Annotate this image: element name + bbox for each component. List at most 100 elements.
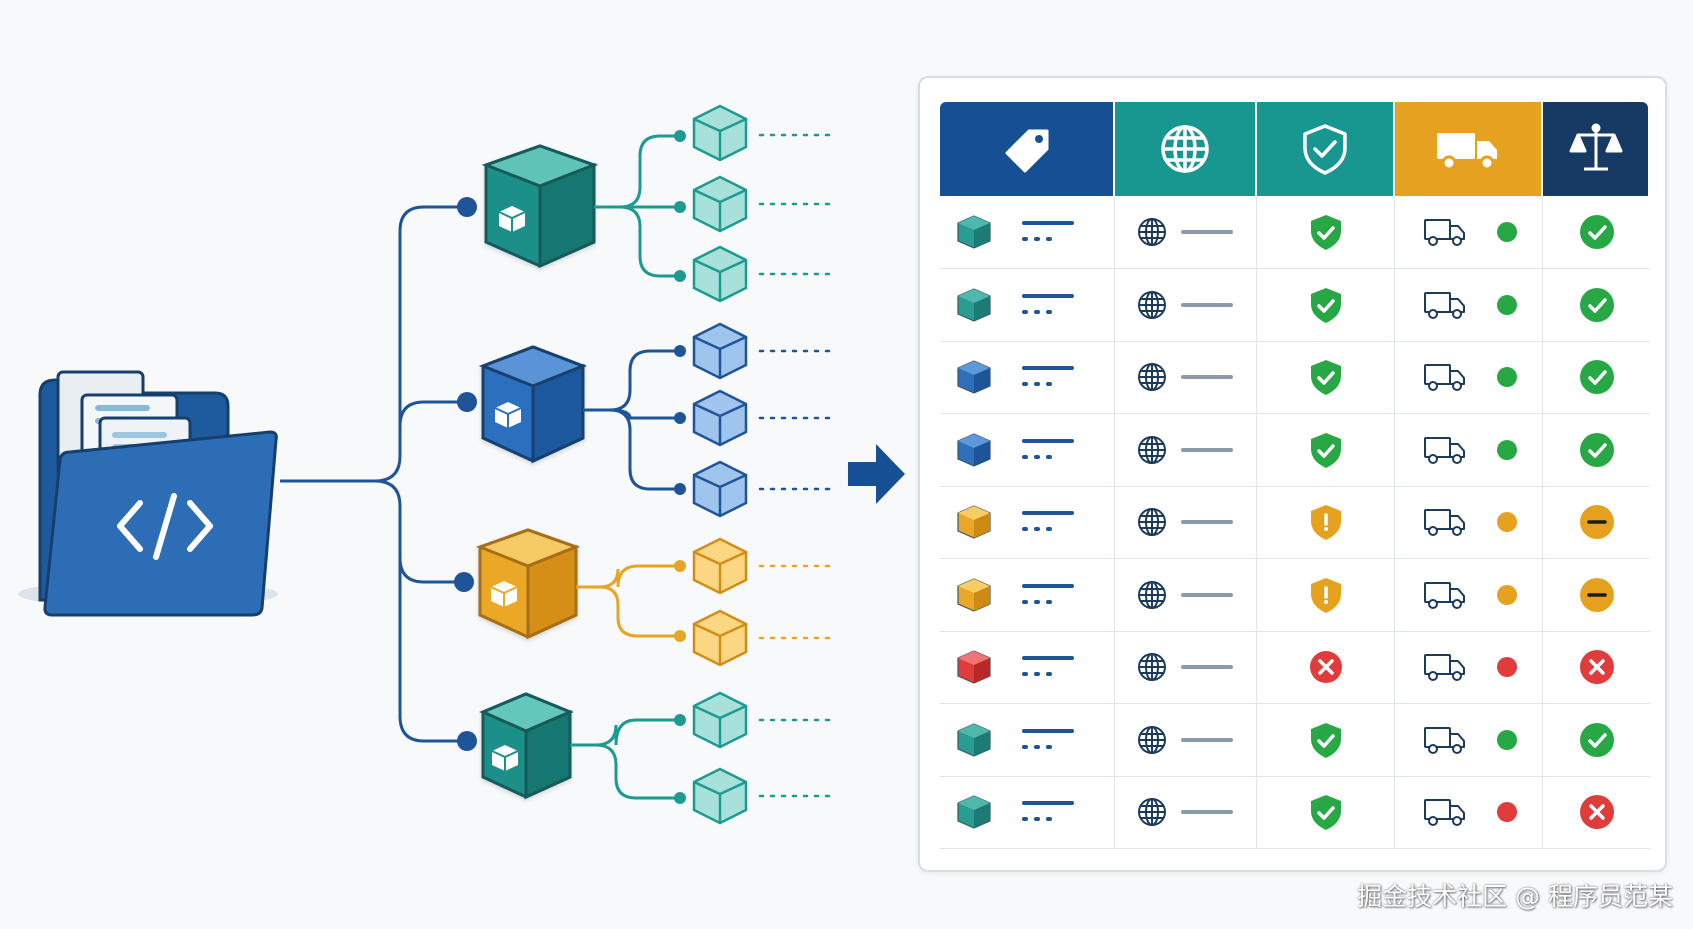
- truck-icon: [1423, 650, 1467, 684]
- watermark: 掘金技术社区 @ 程序员范某: [1357, 882, 1673, 911]
- compliance-table: [940, 102, 1650, 854]
- table-cell: [1257, 703, 1395, 776]
- tree-connector-nodes: [454, 197, 477, 751]
- table-cell: [1543, 486, 1650, 558]
- table-cell: [1115, 196, 1257, 268]
- name-placeholder-lines: [1020, 217, 1076, 247]
- region-placeholder-line: [1181, 665, 1233, 669]
- delivery-status-dot: [1497, 512, 1517, 532]
- table-row: [940, 196, 1650, 269]
- leaf-cubes: [692, 104, 748, 825]
- table-cell: [1395, 413, 1543, 486]
- region-placeholder-line: [1181, 302, 1233, 307]
- table-cell: [940, 776, 1115, 848]
- table-cell: [1257, 631, 1395, 703]
- shield-status-icon: [1307, 793, 1345, 831]
- module-cube-icon: [954, 647, 994, 687]
- globe-icon: [1135, 650, 1169, 684]
- name-placeholder-lines: [1020, 580, 1076, 610]
- table-cell: [940, 486, 1115, 558]
- table-cell: [1257, 558, 1395, 631]
- module-cube-icon: [954, 212, 994, 252]
- table-cell: [1395, 196, 1543, 268]
- table-cell: [1395, 558, 1543, 631]
- truck-icon: [1423, 433, 1467, 467]
- table-cell: [1543, 196, 1650, 268]
- table-row: [940, 341, 1650, 414]
- table-cell: [940, 341, 1115, 413]
- name-placeholder-lines: [1020, 652, 1076, 682]
- table-cell: [1115, 703, 1257, 776]
- globe-icon: [1135, 288, 1169, 322]
- table-cell: [940, 196, 1115, 268]
- result-status-icon: [1578, 286, 1616, 324]
- truck-icon: [1423, 723, 1467, 757]
- table-cell: [1543, 341, 1650, 413]
- table-cell: [1543, 776, 1650, 848]
- header-globe-icon: [1115, 102, 1255, 196]
- shield-status-icon: [1307, 721, 1345, 759]
- module-cube-icon: [954, 792, 994, 832]
- module-cube-4: [479, 692, 574, 800]
- table-cell: [1543, 559, 1650, 631]
- name-placeholder-lines: [1020, 435, 1076, 465]
- region-placeholder-line: [1181, 230, 1233, 234]
- table-cell: [940, 268, 1115, 341]
- table-cell: [1543, 269, 1650, 341]
- delivery-status-dot: [1497, 584, 1517, 605]
- result-status-icon: [1578, 721, 1616, 759]
- name-placeholder-lines: [1020, 362, 1076, 392]
- result-status-icon: [1578, 648, 1616, 686]
- table-row: [940, 486, 1650, 559]
- table-cell: [1257, 268, 1395, 341]
- header-truck-icon: [1395, 102, 1541, 196]
- globe-icon: [1135, 433, 1169, 467]
- result-status-icon: [1578, 793, 1616, 831]
- branch-connectors: [570, 134, 680, 800]
- region-placeholder-line: [1181, 810, 1233, 814]
- result-status-icon: [1578, 431, 1616, 469]
- table-cell: [1257, 196, 1395, 268]
- header-tag-icon: [940, 102, 1113, 196]
- shield-status-icon: [1307, 576, 1345, 614]
- arrow-right-icon: [848, 444, 905, 504]
- module-cube-2: [478, 345, 588, 464]
- delivery-status-dot: [1497, 367, 1517, 387]
- module-cube-icon: [954, 720, 994, 760]
- table-row: [940, 776, 1650, 849]
- code-folder-icon: [18, 370, 278, 617]
- shield-status-icon: [1307, 503, 1345, 541]
- shield-status-icon: [1307, 648, 1345, 686]
- compliance-table-card: [918, 76, 1667, 872]
- name-placeholder-lines: [1020, 507, 1076, 537]
- header-scale-icon: [1543, 102, 1648, 196]
- table-row: [940, 268, 1650, 342]
- table-row: [940, 413, 1650, 487]
- table-cell: [1257, 413, 1395, 486]
- shield-status-icon: [1307, 431, 1345, 469]
- table-cell: [1395, 486, 1543, 558]
- table-cell: [1115, 268, 1257, 341]
- table-cell: [1257, 486, 1395, 558]
- table-cell: [1395, 703, 1543, 776]
- table-cell: [1395, 341, 1543, 413]
- table-cell: [1257, 776, 1395, 848]
- region-placeholder-line: [1181, 737, 1233, 742]
- shield-status-icon: [1307, 286, 1345, 324]
- shield-status-icon: [1307, 213, 1345, 251]
- module-cube-1: [481, 144, 599, 269]
- table-cell: [1115, 631, 1257, 703]
- globe-icon: [1135, 578, 1169, 612]
- delivery-status-dot: [1497, 439, 1517, 460]
- tree-connectors: [280, 205, 468, 743]
- table-cell: [1543, 631, 1650, 703]
- shield-status-icon: [1307, 358, 1345, 396]
- table-cell: [1395, 631, 1543, 703]
- globe-icon: [1135, 360, 1169, 394]
- branch-nodes: [674, 130, 686, 804]
- table-cell: [1115, 413, 1257, 486]
- globe-icon: [1135, 505, 1169, 539]
- module-cube-icon: [954, 285, 994, 325]
- globe-icon: [1135, 215, 1169, 249]
- table-cell: [1115, 341, 1257, 413]
